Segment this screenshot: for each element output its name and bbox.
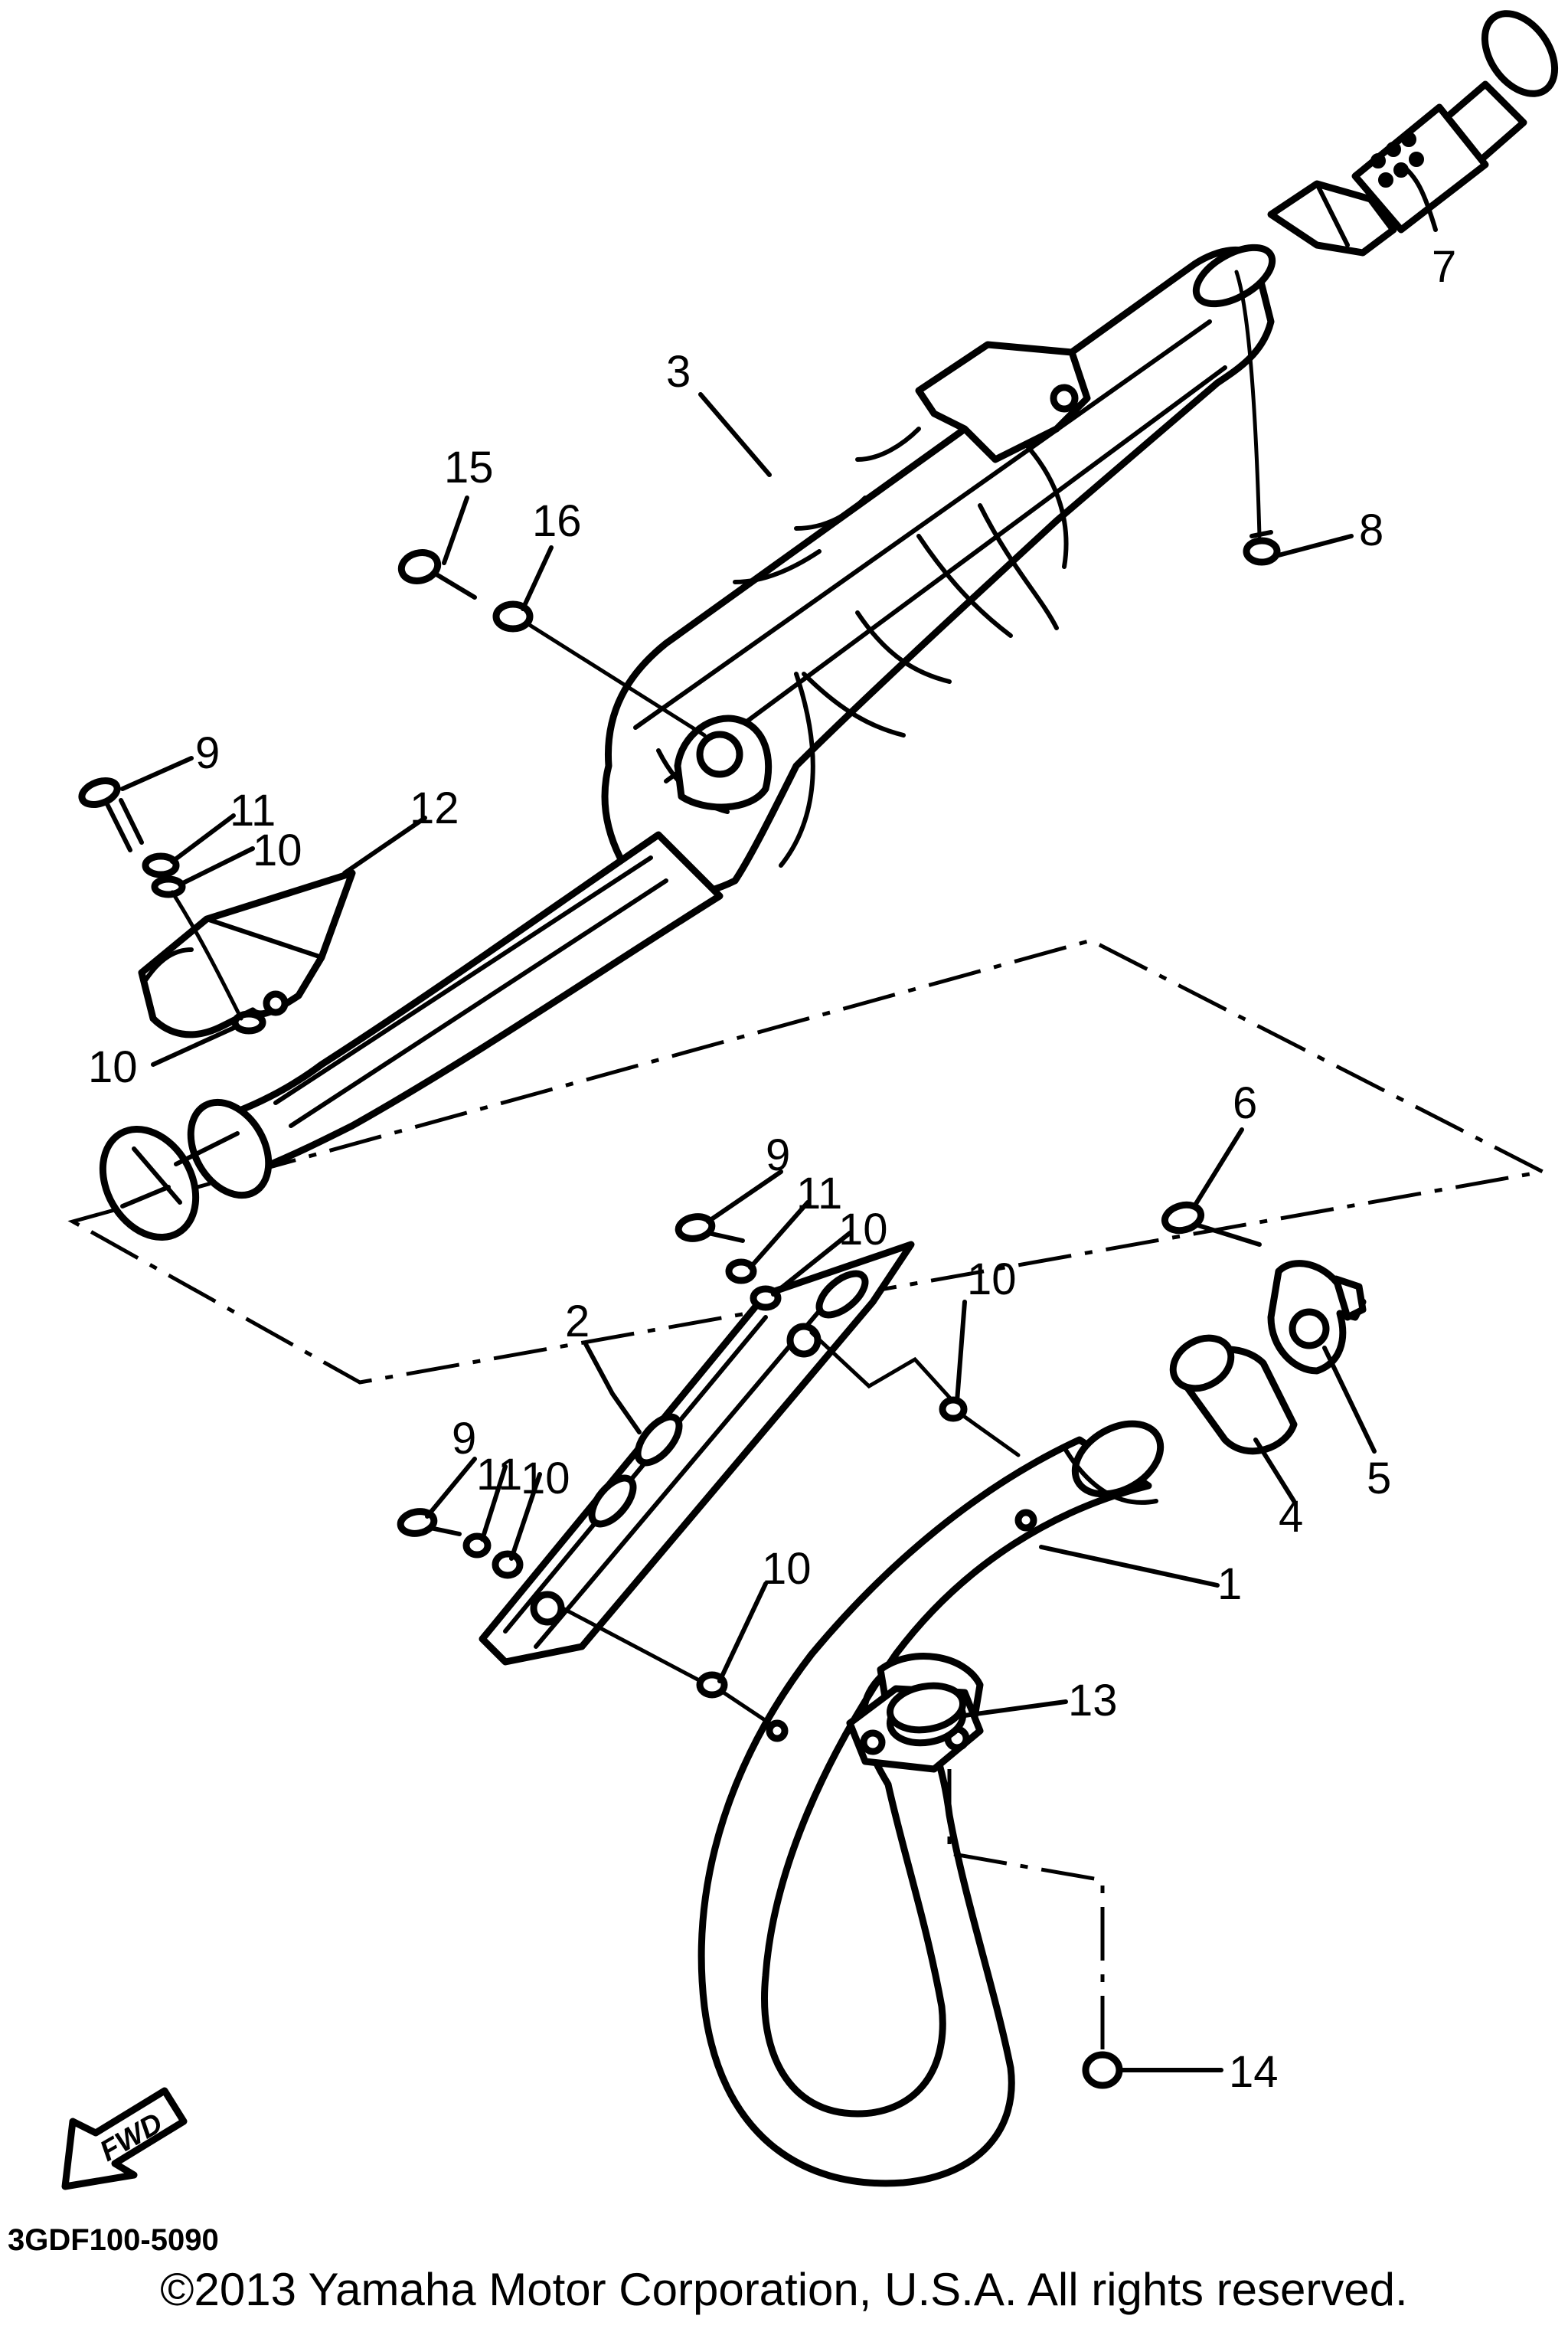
- leader-10-lower: [509, 1472, 542, 1561]
- callout-10-right: 10: [967, 1254, 1017, 1304]
- diagram-code: 3GDF100-5090: [8, 2223, 219, 2257]
- assembly-line-10-right: [962, 1415, 1021, 1457]
- leader-4: [1253, 1437, 1296, 1503]
- copyright-notice: ©2013 Yamaha Motor Corporation, U.S.A. A…: [160, 2264, 1408, 2315]
- spark-arrester-part-7: [1267, 10, 1559, 257]
- callout-8: 8: [1359, 505, 1383, 555]
- assembly-box: [67, 938, 1549, 1385]
- callout-14: 14: [1229, 2047, 1279, 2097]
- leader-9-middle: [706, 1169, 783, 1224]
- gasket-part-4: [1169, 1334, 1298, 1455]
- assembly-line-2-upper: [809, 1330, 956, 1404]
- callout-9-upper: 9: [195, 728, 220, 778]
- leader-16: [521, 545, 554, 611]
- callout-12: 12: [410, 783, 459, 833]
- callout-10-upper: 10: [253, 826, 302, 875]
- assembly-line-8: [1234, 270, 1262, 538]
- leader-3: [698, 392, 772, 477]
- leader-1: [1039, 1545, 1220, 1588]
- bolt-part-15: [397, 549, 477, 600]
- callout-9-middle: 9: [766, 1130, 790, 1180]
- nut-part-14: [1082, 2051, 1123, 2089]
- callout-9-lower: 9: [452, 1414, 476, 1464]
- fwd-arrow-icon: FWD: [61, 2087, 188, 2190]
- leader-7: [1399, 162, 1438, 232]
- assembly-line-12: [170, 890, 243, 1021]
- leader-2: [583, 1342, 642, 1434]
- muffler-inlet-pipe: [99, 831, 724, 1241]
- callout-10-middle: 10: [838, 1205, 888, 1254]
- washer-part-11-middle: [725, 1258, 757, 1284]
- leader-9-lower: [425, 1457, 477, 1519]
- leader-10-upper: [178, 846, 255, 887]
- clamp-part-5: [1267, 1260, 1367, 1375]
- callout-1: 1: [1217, 1559, 1242, 1609]
- callout-11-lower: 11: [476, 1450, 522, 1500]
- leader-13: [962, 1699, 1068, 1718]
- leader-11-upper: [170, 813, 236, 864]
- leader-9-upper: [120, 756, 194, 791]
- leader-8: [1276, 534, 1354, 558]
- bolt-part-6: [1161, 1201, 1262, 1247]
- bolt-part-8: [1243, 530, 1281, 566]
- leader-10-middle: [771, 1231, 852, 1297]
- callout-2: 2: [565, 1297, 590, 1346]
- leader-10-right: [955, 1300, 967, 1404]
- assembly-line-10-bottom: [721, 1690, 772, 1725]
- muffler-part-3: [601, 244, 1276, 898]
- assembly-line-14: [947, 1769, 1105, 2052]
- gasket-part-13: [886, 1682, 967, 1747]
- leader-15: [442, 496, 469, 565]
- callout-11-middle: 11: [796, 1169, 842, 1218]
- bolt-part-9-middle: [675, 1213, 745, 1243]
- callout-10-bottom: 10: [762, 1544, 812, 1594]
- callout-11-upper: 11: [230, 786, 276, 836]
- callout-5: 5: [1367, 1454, 1391, 1503]
- washer-part-10-upper: [151, 875, 186, 898]
- callout-6: 6: [1233, 1078, 1257, 1128]
- leader-11-middle: [748, 1200, 810, 1270]
- bolt-part-9-upper: [78, 777, 144, 852]
- leader-5: [1322, 1346, 1377, 1454]
- leader-10-bottom: [717, 1581, 768, 1683]
- leader-6: [1192, 1127, 1244, 1209]
- callout-3: 3: [666, 347, 691, 397]
- callout-10-left: 10: [88, 1042, 138, 1092]
- leader-12: [342, 816, 427, 875]
- callout-16: 16: [532, 496, 582, 546]
- leader-11-lower: [480, 1464, 508, 1542]
- assembly-line-2-lower: [560, 1606, 703, 1683]
- washer-part-10-lower: [492, 1550, 524, 1579]
- leader-10-left: [151, 1024, 240, 1067]
- callout-7: 7: [1432, 242, 1456, 292]
- washer-part-11-upper: [142, 852, 180, 878]
- callout-4: 4: [1279, 1492, 1303, 1542]
- callout-13: 13: [1068, 1676, 1118, 1725]
- callout-15: 15: [444, 443, 494, 492]
- assembly-line-16: [526, 622, 707, 738]
- callout-10-lower: 10: [521, 1454, 570, 1503]
